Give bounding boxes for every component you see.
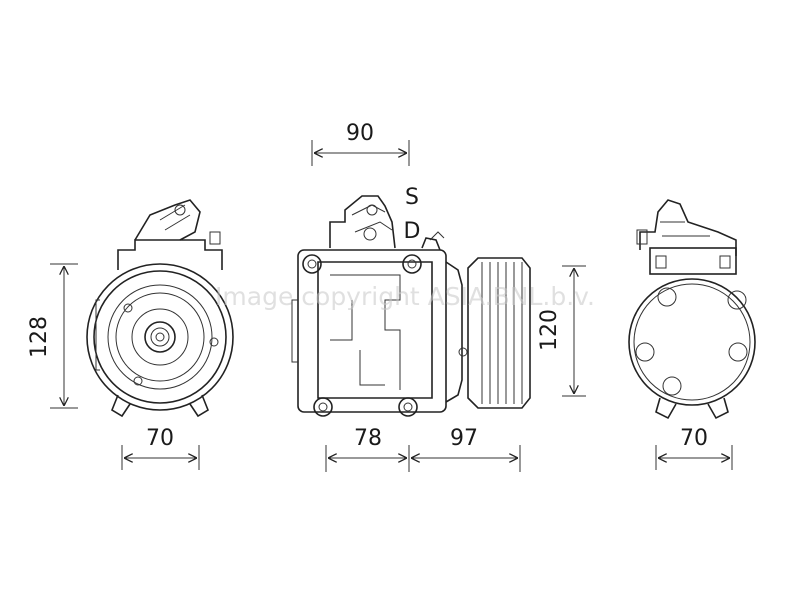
dim-label-78: 78 bbox=[354, 426, 382, 451]
dim-left-height: 128 bbox=[27, 263, 78, 409]
dim-left-width: 70 bbox=[121, 426, 200, 470]
side-view: S D bbox=[291, 185, 531, 417]
dim-center-bottom: 78 97 bbox=[325, 426, 521, 472]
dim-label-70-right: 70 bbox=[680, 426, 708, 451]
rear-view bbox=[628, 199, 756, 420]
dim-label-97: 97 bbox=[450, 426, 478, 451]
port-label-discharge: D bbox=[404, 219, 421, 244]
watermark-text: Image copyright ASIA.BNL.b.v. bbox=[215, 282, 595, 311]
front-view bbox=[86, 199, 234, 418]
dim-center-height: 120 bbox=[537, 265, 586, 397]
dim-label-90: 90 bbox=[346, 121, 374, 146]
port-label-suction: S bbox=[405, 185, 419, 210]
dim-label-120: 120 bbox=[537, 309, 562, 351]
dim-top-width: 90 bbox=[311, 121, 410, 166]
dim-label-128: 128 bbox=[27, 316, 52, 358]
dim-right-width: 70 bbox=[655, 426, 733, 470]
dim-label-70-left: 70 bbox=[146, 426, 174, 451]
